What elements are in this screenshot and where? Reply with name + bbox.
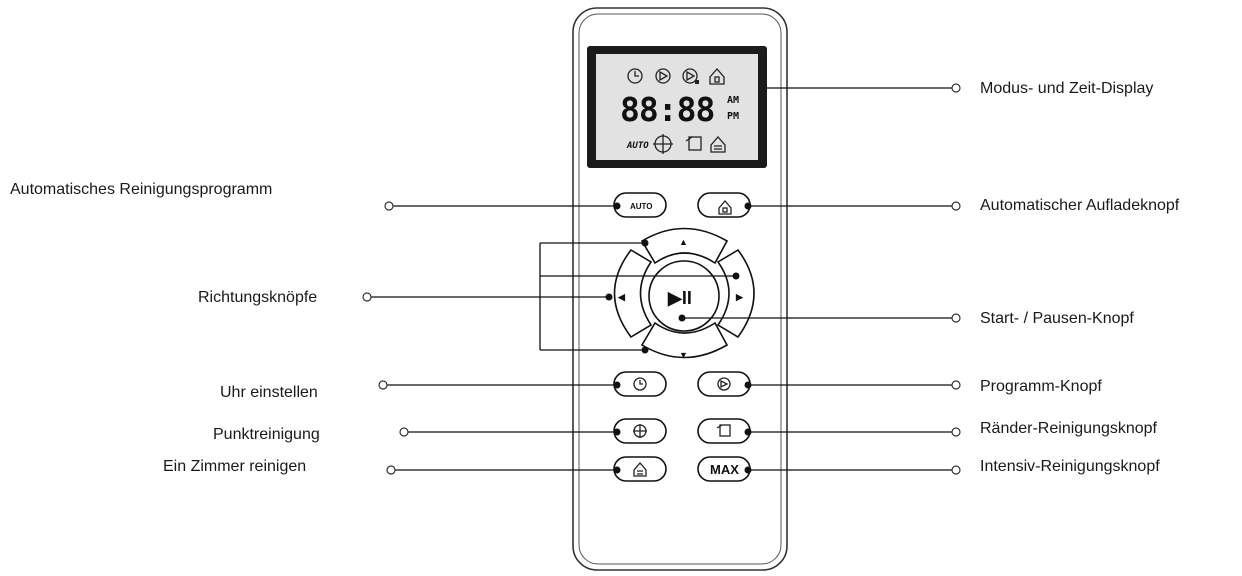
spot-icon	[653, 134, 673, 154]
leader-lines-right	[678, 83, 961, 475]
room-icon	[633, 462, 647, 477]
clock-icon	[627, 68, 643, 84]
right-arrow: ▶	[735, 292, 744, 302]
play-pause-button[interactable]: ▶II	[648, 260, 720, 332]
edge-icon	[685, 136, 702, 151]
down-arrow: ▼	[679, 350, 688, 360]
edge-button[interactable]	[697, 418, 751, 444]
lcd-time: 88:88	[620, 90, 714, 129]
label-direction: Richtungsknöpfe	[198, 289, 317, 306]
label-display: Modus- und Zeit-Display	[980, 80, 1153, 97]
room-icon	[710, 136, 726, 153]
label-program: Programm-Knopf	[980, 378, 1102, 395]
charge-button[interactable]	[697, 192, 751, 218]
spot-icon	[633, 424, 647, 438]
program-button[interactable]	[697, 371, 751, 397]
left-arrow: ◀	[617, 292, 626, 302]
edge-icon	[716, 424, 731, 437]
program-icon	[682, 68, 699, 84]
lcd-pm: PM	[727, 111, 739, 122]
lcd-am: AM	[727, 95, 739, 106]
home-icon	[709, 68, 725, 85]
label-spot: Punktreinigung	[213, 426, 320, 443]
room-button[interactable]	[613, 456, 667, 482]
up-arrow: ▲	[679, 237, 688, 247]
auto-button-label: AUTO	[630, 202, 653, 211]
label-auto-charge: Automatischer Aufladeknopf	[980, 197, 1180, 214]
labels: Modus- und Zeit-Display Automatisches Re…	[10, 80, 1180, 475]
label-clock: Uhr einstellen	[220, 384, 318, 401]
up-button[interactable]: ▲	[640, 227, 729, 265]
label-edge: Ränder-Reinigungsknopf	[980, 420, 1158, 437]
program-icon	[717, 377, 731, 391]
clock-button[interactable]	[613, 371, 667, 397]
home-icon	[718, 200, 732, 215]
schedule-icon	[655, 68, 671, 84]
max-button[interactable]: MAX	[697, 456, 751, 482]
spot-button[interactable]	[613, 418, 667, 444]
leader-lines-left	[362, 201, 740, 475]
lcd-display: 88:88 AM PM AUTO	[587, 46, 767, 168]
label-room: Ein Zimmer reinigen	[163, 458, 306, 475]
clock-icon	[633, 377, 647, 391]
label-intensive: Intensiv-Reinigungsknopf	[980, 458, 1160, 475]
right-button[interactable]: ▶	[716, 248, 755, 339]
direction-pad: ▲ ▼ ◀ ▶ ▶II	[613, 227, 755, 360]
auto-button[interactable]: AUTO	[613, 192, 667, 218]
label-start-pause: Start- / Pausen-Knopf	[980, 310, 1134, 327]
lcd-auto: AUTO	[626, 141, 649, 151]
max-button-label: MAX	[710, 462, 739, 477]
down-button[interactable]: ▼	[640, 321, 729, 360]
play-pause-label: ▶II	[667, 288, 692, 308]
label-auto-program: Automatisches Reinigungsprogramm	[10, 181, 272, 198]
